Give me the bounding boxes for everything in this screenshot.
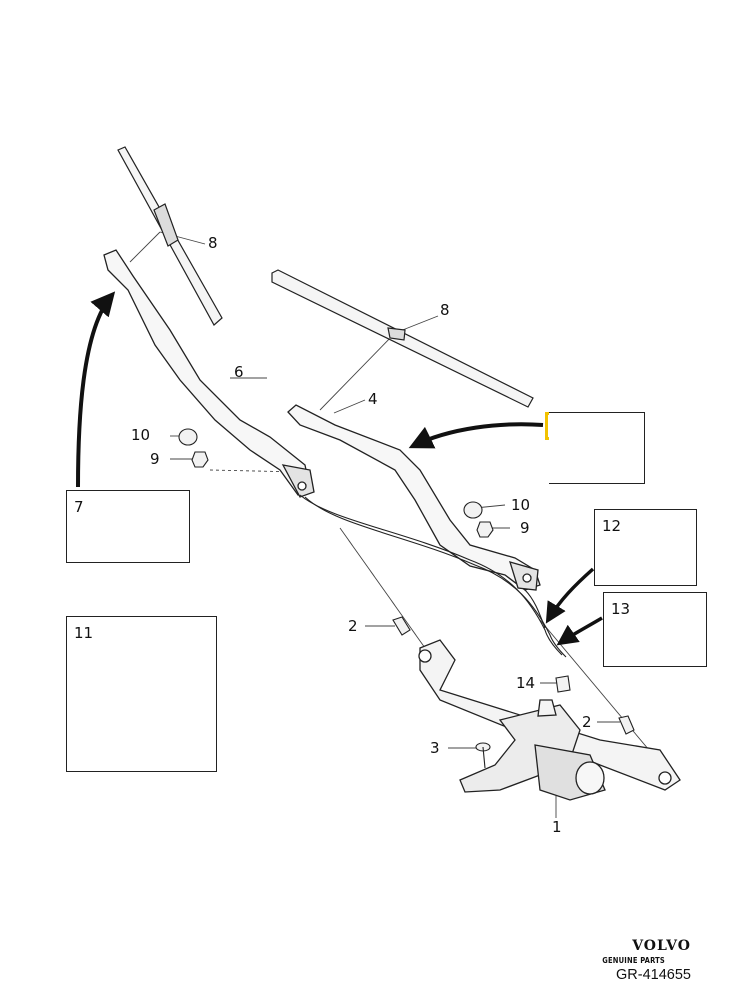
wiper-linkage-motor	[418, 639, 681, 801]
callout-10-left: 10	[131, 426, 151, 444]
callout-14: 14	[516, 674, 536, 692]
detail-box-11-label: 11	[74, 624, 94, 642]
bolt-2-left	[392, 616, 411, 636]
leader-lines	[129, 231, 671, 818]
bolt-2-right	[618, 715, 635, 735]
brand-logo: VOLVO	[632, 938, 691, 954]
diagram-reference: GR-414655	[616, 967, 691, 983]
callout-10-right: 10	[511, 496, 531, 514]
right-wiper-arm	[287, 404, 541, 591]
callout-3: 3	[430, 739, 440, 757]
detail-box-7: 7	[66, 490, 190, 563]
detail-box-13-label: 13	[611, 600, 631, 618]
callout-9-right: 9	[520, 519, 530, 537]
callout-4: 4	[368, 390, 378, 408]
detail-box-13: 13	[603, 592, 707, 667]
detail-box-11: 11	[66, 616, 217, 772]
callout-1: 1	[552, 818, 562, 836]
pointer-arrows	[76, 291, 603, 646]
left-wiper-arm	[103, 249, 315, 498]
detail-box-12-label: 12	[602, 517, 622, 535]
callout-8-right: 8	[440, 301, 450, 319]
callout-8-left: 8	[208, 234, 218, 252]
washer-hoses	[299, 494, 567, 658]
detail-box-5	[549, 412, 645, 484]
detail-box-12: 12	[594, 509, 697, 586]
nut-9-left	[191, 451, 209, 468]
left-wiper-blade	[117, 146, 223, 326]
callout-2-left: 2	[348, 617, 358, 635]
callout-9-left: 9	[150, 450, 160, 468]
small-parts	[178, 428, 635, 769]
grommet-14	[555, 675, 571, 693]
right-wiper-blade	[271, 269, 534, 408]
brand-subtitle: GENUINE PARTS	[602, 956, 665, 965]
detail-box-7-label: 7	[74, 498, 84, 516]
cap-10-left	[178, 428, 198, 446]
cap-10-right	[463, 501, 483, 519]
nut-9-right	[476, 521, 494, 538]
callout-2-right: 2	[582, 713, 592, 731]
callout-6: 6	[234, 363, 244, 381]
